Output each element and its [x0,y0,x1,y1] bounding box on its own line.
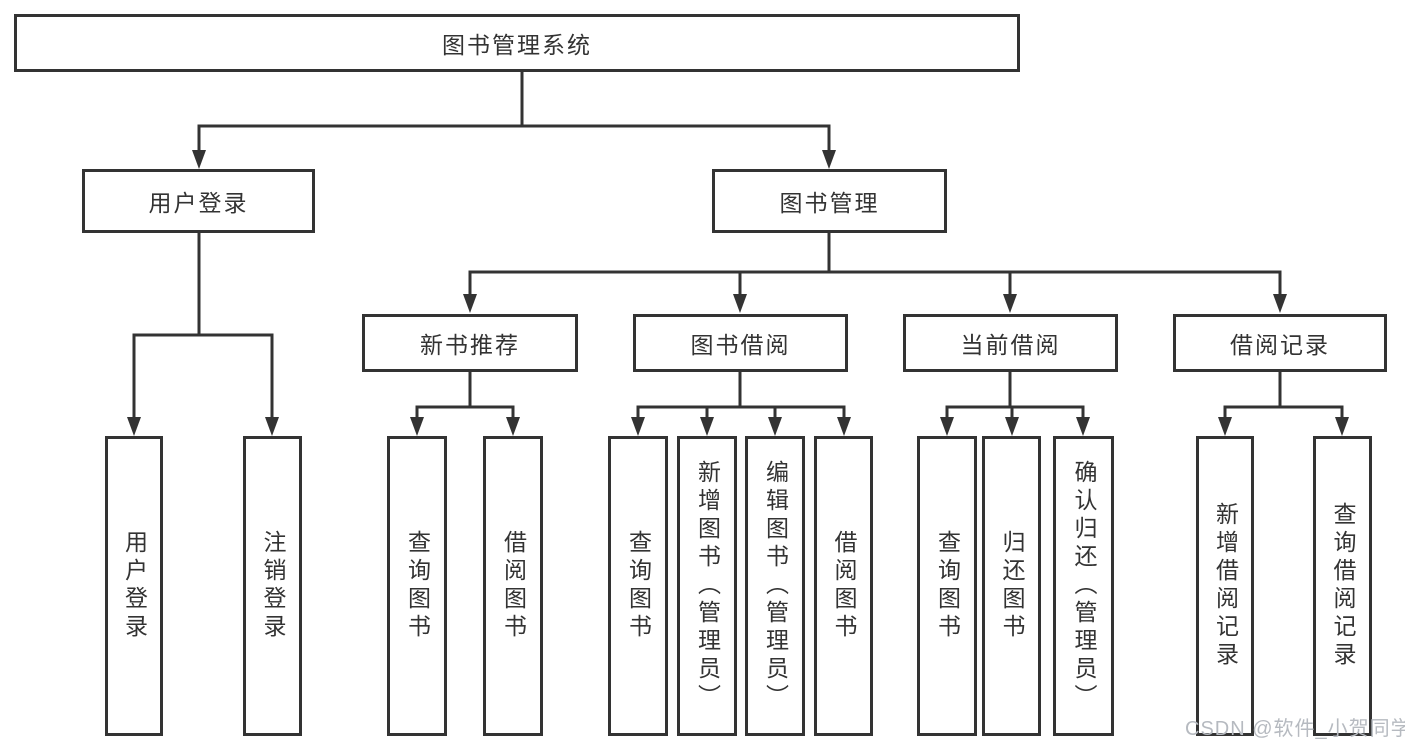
node-current-borrowing: 当前借阅 [903,314,1118,372]
leaf-cb-confirm-return-admin: 确认归还（管理员） [1053,436,1114,736]
arrowhead-nb-query [410,417,424,436]
node-new-book-recommendation: 新书推荐 [362,314,578,372]
leaf-nb-query-books: 查询图书 [387,436,447,736]
connector-bookmgmt-to-level2 [468,233,1282,295]
arrowhead-ul-logout [265,417,279,436]
node-book-borrowing: 图书借阅 [633,314,848,372]
arrowhead-br-add [1218,417,1232,436]
leaf-bb-add-books-admin: 新增图书（管理员） [677,436,737,736]
arrowhead-bb-edit [768,417,782,436]
arrowhead-cb-query [940,417,954,436]
arrowhead-bb-borrow [837,417,851,436]
arrowhead-cb-return [1005,417,1019,436]
arrowhead-bb-query [631,417,645,436]
arrowhead-br-query [1335,417,1349,436]
leaf-bb-edit-books-admin: 编辑图书（管理员） [745,436,805,736]
arrowhead-book-management [822,150,836,169]
node-user-login: 用户登录 [82,169,315,233]
arrowhead-book-borrow [733,294,747,313]
arrowhead-current-borrow [1003,294,1017,313]
leaf-cb-return-books: 归还图书 [982,436,1041,736]
leaf-bb-borrow-books: 借阅图书 [814,436,873,736]
leaf-bb-query-books: 查询图书 [608,436,668,736]
watermark: CSDN @软件_小贺同学 [1185,718,1405,740]
connector-userlogin-to-leaves [132,233,274,418]
connector-bookborrow-to-leaves [636,372,846,418]
connector-root-to-level1 [197,72,831,151]
node-borrowing-records: 借阅记录 [1173,314,1387,372]
connector-currentborrow-to-leaves [945,372,1085,418]
node-book-management: 图书管理 [712,169,947,233]
leaf-br-query-record: 查询借阅记录 [1313,436,1372,736]
arrowhead-cb-confirm [1076,417,1090,436]
arrowhead-user-login [192,150,206,169]
arrowhead-bb-add [700,417,714,436]
leaf-logout: 注销登录 [243,436,302,736]
arrowhead-borrow-records [1273,294,1287,313]
connector-newbookrec-to-leaves [415,372,515,418]
arrowhead-nb-borrow [506,417,520,436]
node-library-management-system: 图书管理系统 [14,14,1020,72]
leaf-user-login: 用户登录 [105,436,163,736]
arrowhead-ul-login [127,417,141,436]
connector-borrowrecords-to-leaves [1223,372,1344,418]
leaf-nb-borrow-books: 借阅图书 [483,436,543,736]
arrowhead-new-book-rec [463,294,477,313]
leaf-cb-query-books: 查询图书 [917,436,977,736]
leaf-br-add-record: 新增借阅记录 [1196,436,1254,736]
